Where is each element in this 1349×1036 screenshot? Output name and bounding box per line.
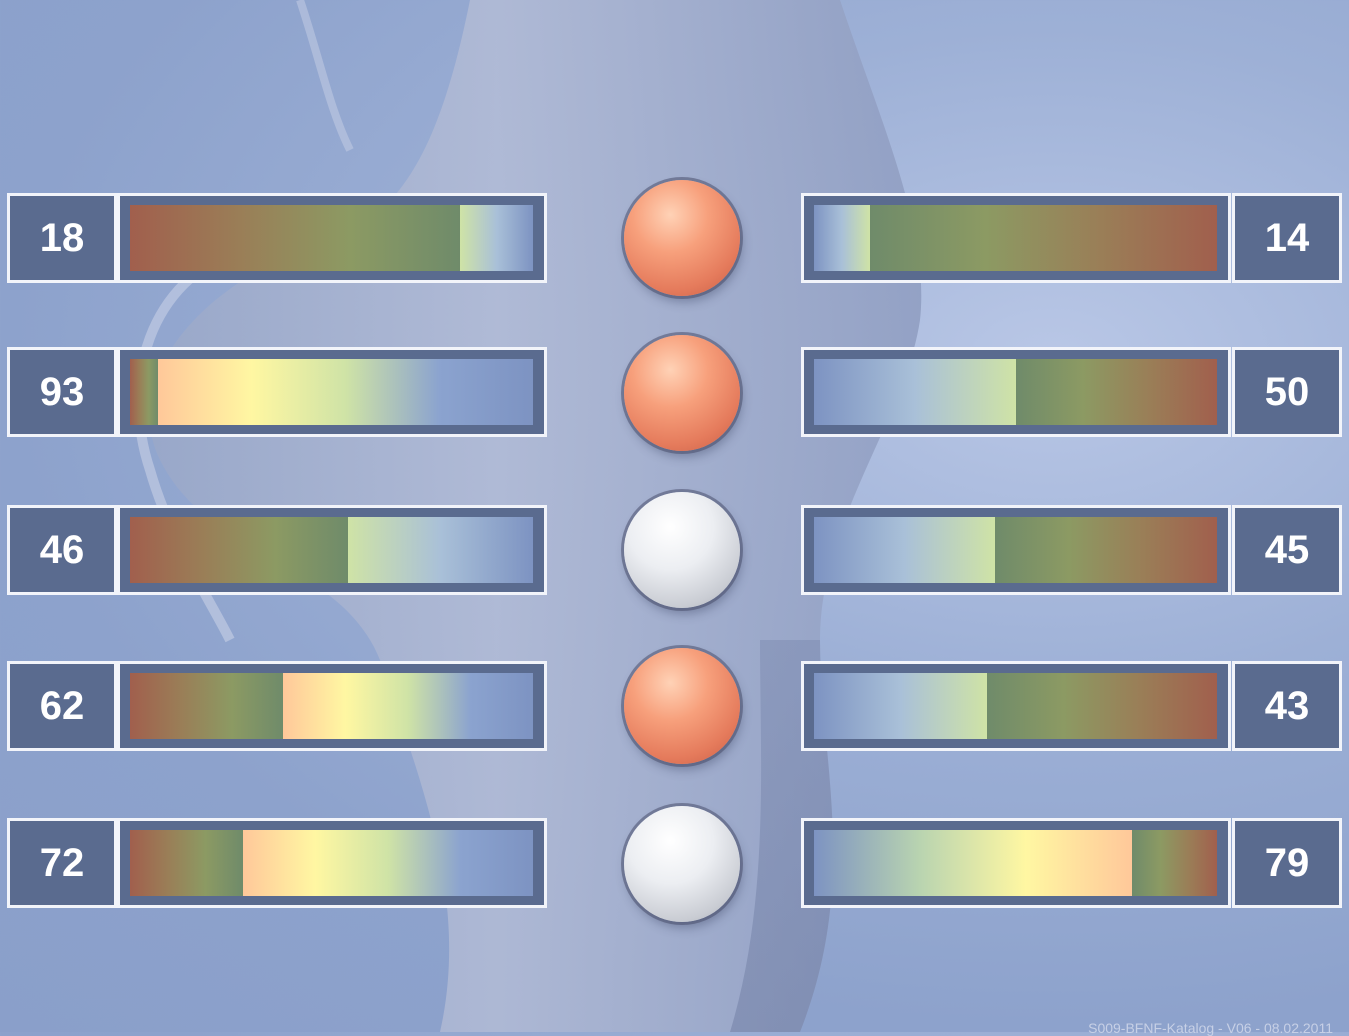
left-level-fill [130,673,284,739]
left-level-bar [117,661,547,751]
left-indicator-row: 62 [7,661,548,751]
left-score: 18 [7,193,117,283]
left-indicator-row: 72 [7,818,548,908]
left-indicator-row: 18 [7,193,548,283]
left-level-remainder [460,205,533,271]
right-level-track [814,517,1217,583]
left-score: 62 [7,661,117,751]
right-level-bar [801,347,1231,437]
right-level-track [814,673,1217,739]
right-level-bar [801,661,1231,751]
right-level-fill [1015,359,1217,425]
left-level-track [130,830,533,896]
right-level-light [814,830,1133,896]
right-level-fill [870,205,1217,271]
right-level-track [814,205,1217,271]
right-level-fill [995,517,1217,583]
right-indicator-row: 45 [801,505,1342,595]
right-level-fill [1132,830,1217,896]
right-level-bar [801,818,1231,908]
right-level-light [814,359,1016,425]
left-level-remainder [242,830,533,896]
left-level-bar [117,193,547,283]
right-indicator-row: 43 [801,661,1342,751]
left-indicator-row: 46 [7,505,548,595]
left-level-bar [117,347,547,437]
right-level-track [814,359,1217,425]
right-level-bar [801,505,1231,595]
right-score: 14 [1232,193,1342,283]
vertebra-marker-warm [624,335,740,451]
vertebra-marker-warm [624,180,740,296]
left-level-fill [130,517,348,583]
right-level-fill [987,673,1217,739]
left-level-fill [130,830,243,896]
left-level-fill [130,205,461,271]
vertebra-marker-warm [624,648,740,764]
right-indicator-row: 14 [801,193,1342,283]
right-score: 45 [1232,505,1342,595]
right-level-light [814,673,988,739]
left-score: 72 [7,818,117,908]
vertebra-marker-neutral [624,492,740,608]
left-level-track [130,359,533,425]
right-level-bar [801,193,1231,283]
left-level-remainder [347,517,533,583]
right-score: 50 [1232,347,1342,437]
right-level-light [814,517,996,583]
right-level-track [814,830,1217,896]
right-score: 79 [1232,818,1342,908]
right-level-light [814,205,871,271]
left-level-remainder [158,359,533,425]
right-score: 43 [1232,661,1342,751]
left-indicator-row: 93 [7,347,548,437]
vertebra-marker-neutral [624,806,740,922]
left-score: 93 [7,347,117,437]
left-level-remainder [283,673,533,739]
left-level-track [130,517,533,583]
left-level-track [130,205,533,271]
left-level-fill [130,359,159,425]
left-level-bar [117,505,547,595]
footer-caption: S009-BFNF-Katalog - V06 - 08.02.2011 [1088,1020,1333,1036]
left-level-bar [117,818,547,908]
right-indicator-row: 79 [801,818,1342,908]
left-level-track [130,673,533,739]
left-score: 46 [7,505,117,595]
right-indicator-row: 50 [801,347,1342,437]
